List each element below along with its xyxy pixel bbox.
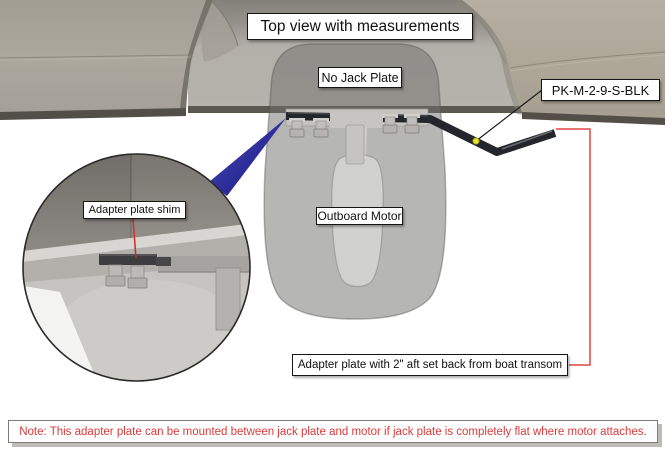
yellow-marker-dot	[472, 137, 480, 145]
motor-clamp-stem	[345, 124, 365, 165]
label-setback: Adapter plate with 2" aft set back from …	[292, 354, 568, 376]
red-dimension-line	[556, 128, 591, 366]
mounting-bolt	[289, 118, 305, 138]
hull-right-seam-highlight	[509, 54, 665, 72]
recess-crease-line	[210, 0, 239, 47]
hull-right-seam	[509, 51, 665, 69]
inset-bolt	[127, 265, 148, 289]
mounting-bolt	[313, 118, 329, 138]
magnifier-wedge	[209, 118, 286, 196]
page-title: Top view with measurements	[247, 13, 473, 40]
label-adapter-plate-shim: Adapter plate shim	[83, 201, 186, 219]
leader-lines	[472, 89, 591, 366]
hull-left-seam-highlight	[0, 56, 192, 61]
label-part-number: PK-M-2-9-S-BLK	[541, 79, 660, 101]
mounting-bolt	[404, 114, 420, 134]
hull-left-bottom-edge	[0, 108, 186, 120]
transom-recess-crease-left	[201, 0, 238, 62]
mounting-hardware	[285, 108, 557, 165]
hull-right-bottom-edge	[522, 112, 665, 125]
mounting-bolt	[382, 114, 398, 134]
inset-white-wedge	[24, 286, 95, 376]
inset-bolt	[105, 264, 126, 287]
hull-left-edge-shade	[180, 0, 213, 110]
part-number-leader-line	[475, 89, 543, 142]
label-outboard-motor: Outboard Motor	[316, 207, 403, 225]
label-no-jack-plate: No Jack Plate	[318, 67, 402, 88]
inset-clamp-bracket	[215, 267, 241, 331]
magnifier-circle-border	[22, 153, 251, 382]
note-banner: Note: This adapter plate can be mounted …	[8, 420, 658, 443]
adapter-plate-shim-shape	[99, 254, 157, 265]
shim-leader-line	[132, 218, 137, 259]
adapter-plate-tip-highlight	[501, 130, 553, 150]
motor-clamp-cover	[330, 111, 383, 128]
inset-hull-face-left-shade	[23, 154, 131, 252]
hull-right-edge-shade	[456, 0, 523, 115]
hull-left-seam	[0, 54, 192, 59]
inset-soft-light	[55, 280, 245, 381]
inset-hull-bottom-edge	[23, 222, 250, 263]
adapter-plate-shim-tab	[156, 257, 171, 266]
